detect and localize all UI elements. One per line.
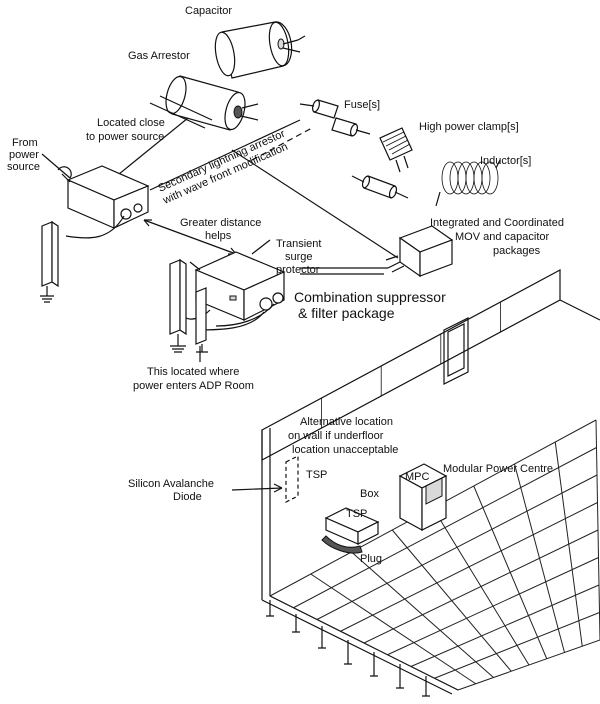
floor-grid-line	[457, 639, 600, 691]
floor-grid-line	[340, 502, 598, 632]
distance-arrow	[143, 219, 237, 255]
from-power-line2: power	[9, 149, 39, 161]
tsp-cable-3	[215, 303, 275, 327]
box-label: Box	[360, 488, 379, 500]
alternative-line1: Alternative location	[300, 416, 393, 428]
greater-distance-line1: Greater distance	[180, 217, 261, 229]
silicon-arrow	[231, 487, 283, 491]
tsp-label-line1: Transient	[276, 238, 321, 250]
capacitor-label: Capacitor	[185, 5, 232, 17]
combination-line1: Combination suppressor	[294, 289, 446, 305]
mpc-label: MPC	[405, 471, 430, 483]
fuses-label: Fuse[s]	[344, 99, 380, 111]
floor-grid-line	[316, 474, 598, 620]
bus-lines-top	[149, 95, 213, 129]
high-power-clamp-component	[379, 127, 413, 173]
floor-grid-line	[410, 584, 600, 667]
floor-grid-line	[387, 557, 599, 656]
floor-grid-line	[434, 612, 600, 679]
tsp-box-label: TSP	[346, 508, 367, 520]
plug-label: Plug	[360, 553, 382, 565]
greater-distance-line2: helps	[205, 230, 232, 242]
left-panel	[40, 220, 59, 303]
tsp-label-line2: surge	[285, 251, 313, 263]
primary-protector-box	[66, 165, 150, 229]
source-leader	[41, 153, 71, 179]
fuse-component	[299, 99, 371, 137]
adp-line1: This located where	[147, 366, 239, 378]
combination-line2: & filter package	[298, 305, 395, 321]
from-power-line1: From	[12, 137, 38, 149]
inductor-component	[435, 159, 501, 207]
silicon-line2: Diode	[173, 491, 202, 503]
located-close-line1: Located close	[97, 117, 165, 129]
integrated-label-line2: MOV and capacitor	[455, 231, 549, 243]
silicon-line1: Silicon Avalanche	[128, 478, 214, 490]
high-power-clamps-label: High power clamp[s]	[419, 121, 519, 133]
capacitor-component	[214, 21, 306, 79]
mpc-full-label: Modular Power Centre	[443, 463, 553, 475]
cable-left	[65, 215, 125, 239]
mov-leader	[231, 149, 399, 259]
gas-arrestor-label: Gas Arrestor	[128, 50, 190, 62]
gas-arrestor-component	[165, 75, 259, 131]
source-wire	[57, 166, 72, 183]
located-close-line2: to power source	[86, 131, 164, 143]
raised-floor-grid	[269, 302, 600, 691]
integrated-label-line3: packages	[493, 245, 541, 257]
alternative-line2: on wall if underfloor	[288, 430, 384, 442]
adp-line2: power enters ADP Room	[133, 380, 254, 392]
integrated-label-line1: Integrated and Coordinated	[430, 217, 564, 229]
tsp-leader	[251, 239, 271, 255]
from-power-line3: source	[7, 161, 40, 173]
tsp-wire-in	[189, 261, 201, 271]
secondary-leader	[149, 119, 301, 191]
floor-grid-line	[363, 529, 599, 644]
secondary-dashed	[251, 127, 313, 161]
modular-power-centre	[398, 463, 448, 532]
tsp-label-line3: protector	[276, 264, 320, 276]
floor-pedestals	[266, 600, 430, 697]
alternative-line3: location unacceptable	[292, 444, 398, 456]
arrestor-leader	[107, 117, 189, 184]
feeder-wires	[300, 267, 388, 275]
tsp-wall-label: TSP	[306, 469, 327, 481]
tsp-protector-box	[194, 251, 286, 321]
tsp-panels	[169, 258, 208, 353]
fuse-component-2	[351, 175, 409, 199]
underfloor-tsp	[321, 507, 380, 554]
mov-package-component	[385, 225, 454, 278]
floor-grid-line	[293, 447, 597, 609]
inductors-label: Inductor[s]	[480, 155, 531, 167]
wall-tsp-box	[285, 455, 299, 503]
